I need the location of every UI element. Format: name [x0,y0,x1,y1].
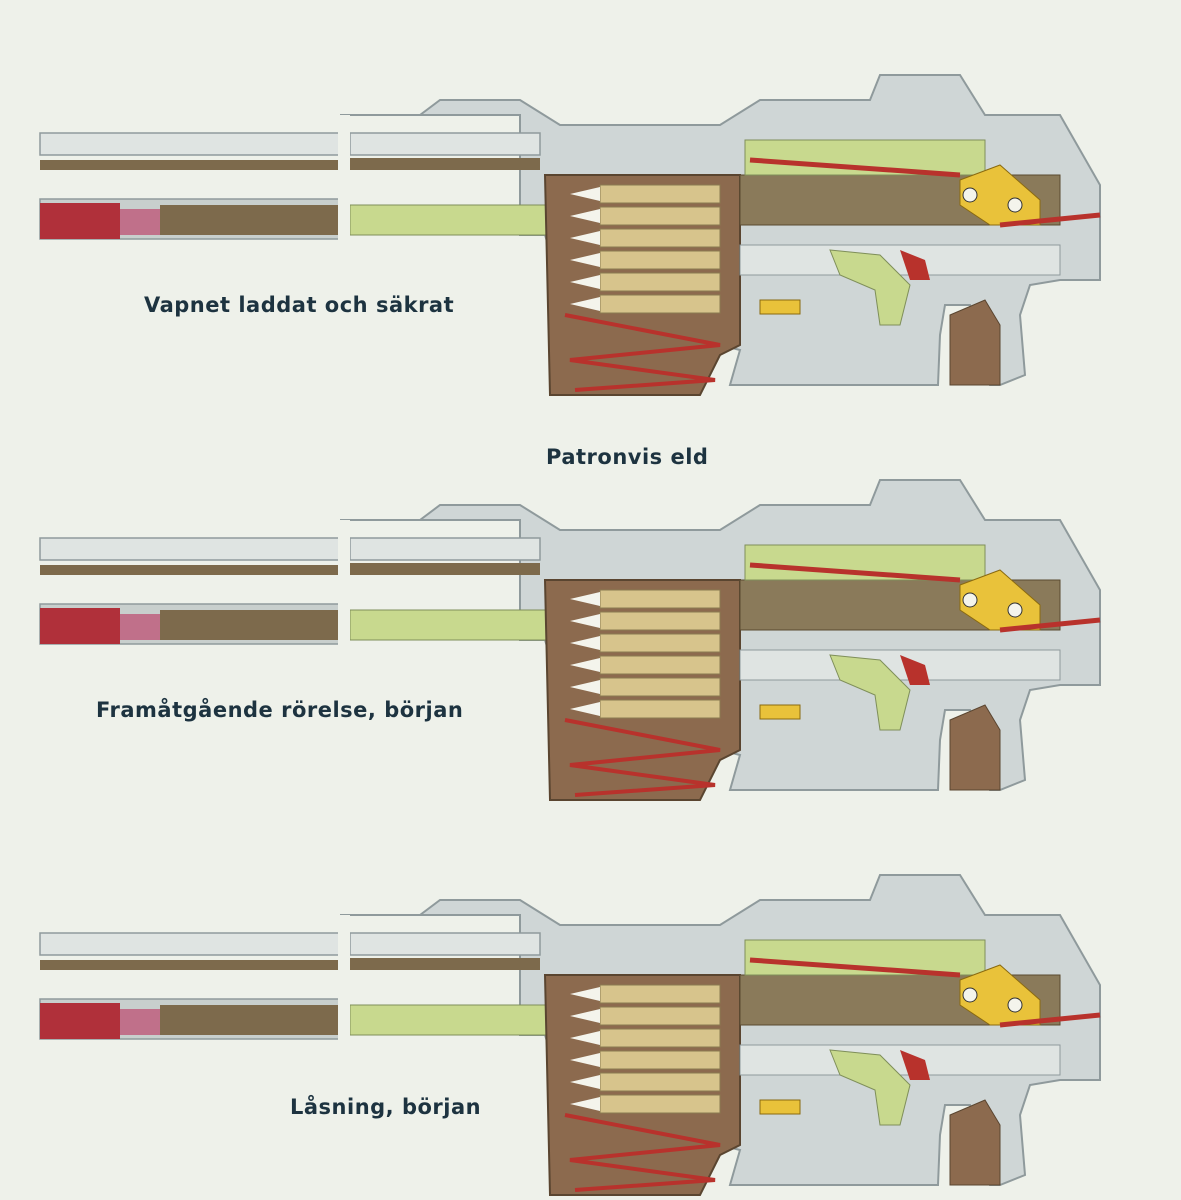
diagram-title: Patronvis eld [546,445,709,469]
panel-caption-locking: Låsning, början [290,1095,482,1119]
diagram-panel-locking [40,870,1100,1200]
panel-caption-forward: Framåtgående rörelse, början [96,698,464,722]
diagram-panel-forward-motion [40,475,1100,820]
panel-caption-loaded: Vapnet laddat och säkrat [144,293,455,317]
diagram-panel-loaded-safe [40,70,1100,415]
